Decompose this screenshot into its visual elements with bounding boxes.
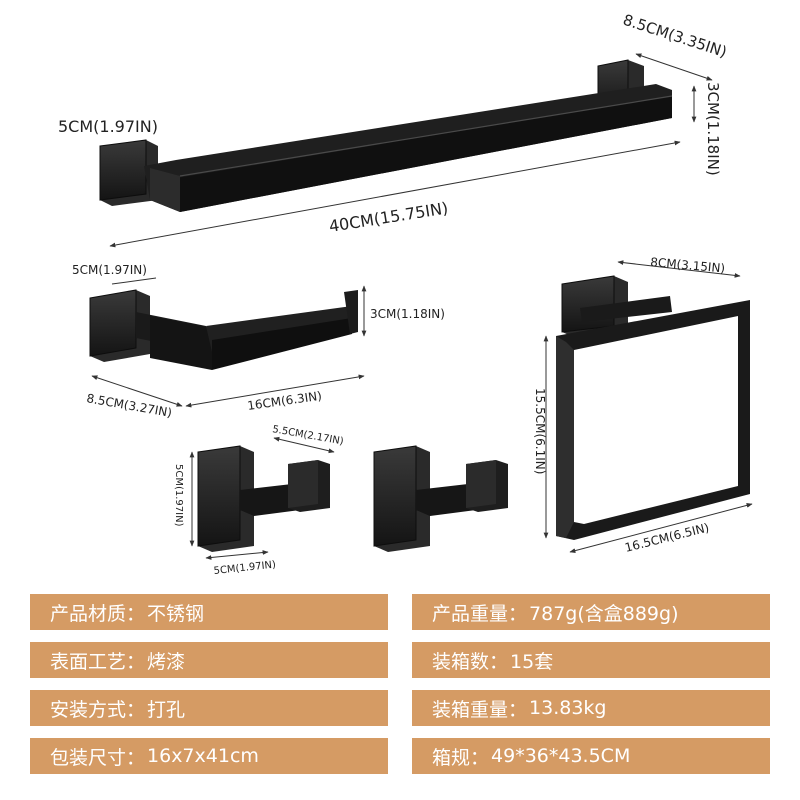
- spec-box-qty-value: 15套: [510, 650, 554, 673]
- spec-material-value: 不锈钢: [147, 602, 205, 625]
- spec-package-size: 包装尺寸： 16x7x41cm: [30, 738, 388, 774]
- spec-box-size-label: 箱规：: [432, 746, 490, 769]
- spec-weight-value: 787g(含盒889g): [529, 602, 679, 625]
- towel-ring: [556, 275, 750, 540]
- spec-box-size: 箱规： 49*36*43.5CM: [412, 738, 770, 774]
- towel-ring-top-label: 8CM(3.15IN): [650, 255, 726, 275]
- spec-box-size-value: 49*36*43.5CM: [491, 745, 631, 767]
- towel-bar-length-label: 40CM(15.75IN): [328, 198, 450, 236]
- robe-hook-right: [373, 445, 508, 552]
- towel-bar-height-label: 3CM(1.18IN): [704, 82, 722, 176]
- spec-finish: 表面工艺： 烤漆: [30, 642, 388, 678]
- spec-material: 产品材质： 不锈钢: [30, 594, 388, 630]
- spec-install-value: 打孔: [147, 698, 186, 721]
- spec-finish-label: 表面工艺：: [50, 650, 146, 673]
- spec-box-qty: 装箱数： 15套: [412, 642, 770, 678]
- towel-ring-height-label: 15.5CM(6.1IN): [533, 388, 547, 474]
- spec-material-label: 产品材质：: [50, 602, 146, 625]
- hook-height-label: 5CM(1.97IN): [173, 464, 184, 527]
- towel-bar-base-label: 5CM(1.97IN): [58, 117, 158, 136]
- robe-hook-left: [197, 445, 330, 552]
- spec-weight-label: 产品重量：: [432, 602, 528, 625]
- hook-width-label: 5CM(1.97IN): [213, 560, 276, 577]
- spec-box-weight-value: 13.83kg: [529, 697, 607, 719]
- spec-weight: 产品重量： 787g(含盒889g): [412, 594, 770, 630]
- spec-package-size-label: 包装尺寸：: [50, 746, 146, 769]
- towel-bar-depth-label: 8.5CM(3.35IN): [621, 11, 729, 62]
- paper-holder-length-label: 16CM(6.3IN): [246, 389, 322, 413]
- towel-bar: [99, 59, 673, 212]
- hook-depth-label: 5.5CM(2.17IN): [271, 424, 344, 447]
- spec-box-qty-label: 装箱数：: [432, 650, 509, 673]
- spec-box-weight: 装箱重量： 13.83kg: [412, 690, 770, 726]
- paper-holder-base-label: 5CM(1.97IN): [72, 263, 147, 277]
- spec-package-size-value: 16x7x41cm: [147, 745, 259, 767]
- spec-finish-value: 烤漆: [147, 650, 186, 673]
- paper-holder-depth-label: 8.5CM(3.27IN): [85, 391, 173, 420]
- paper-holder-height-label: 3CM(1.18IN): [370, 307, 445, 321]
- paper-holder: [89, 289, 358, 370]
- towel-ring-width-label: 16.5CM(6.5IN): [623, 520, 710, 554]
- spec-box-weight-label: 装箱重量：: [432, 698, 528, 721]
- spec-install-label: 安装方式：: [50, 698, 146, 721]
- spec-install: 安装方式： 打孔: [30, 690, 388, 726]
